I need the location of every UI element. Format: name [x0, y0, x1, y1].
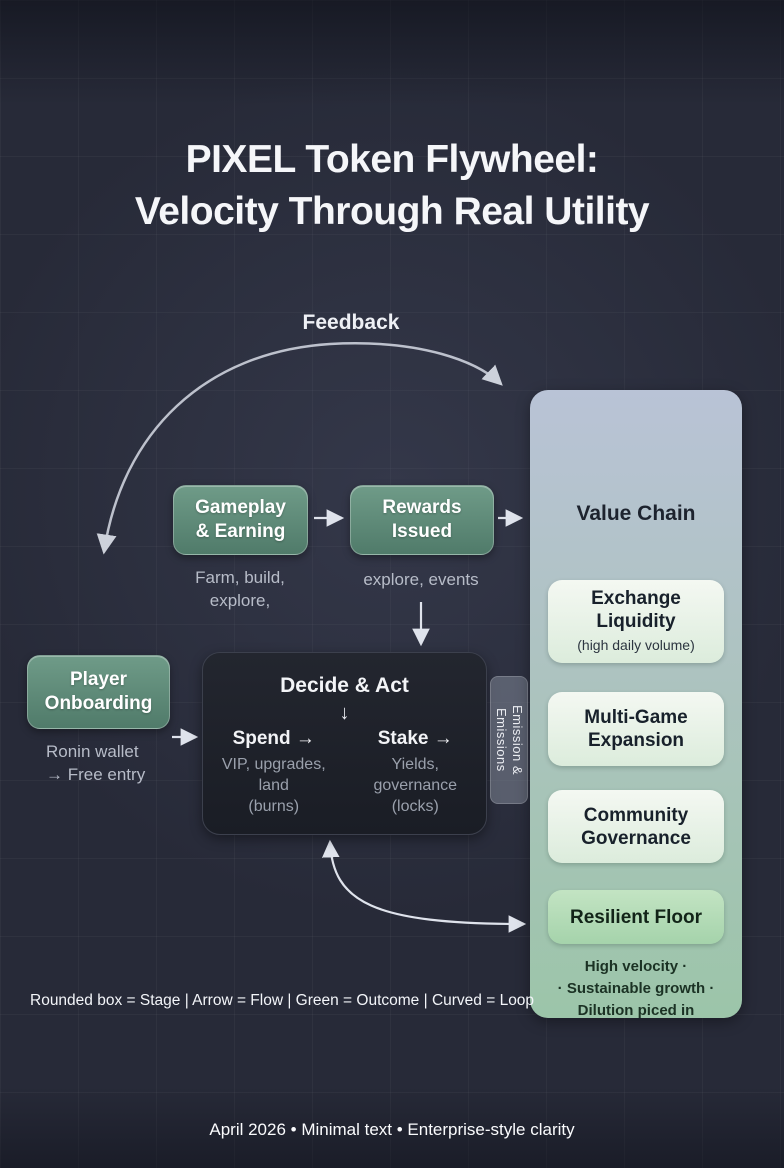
expansion-line-2: Expansion: [587, 730, 685, 751]
outcome-resilient-floor: Resilient Floor: [548, 890, 724, 944]
stage-player-onboarding: Player Onboarding: [27, 655, 170, 729]
stake-line-1: Yields,: [391, 756, 439, 773]
title-line-2: Velocity Through Real Utility: [134, 190, 650, 233]
caption-gameplay-line-2: explore,: [209, 591, 271, 610]
stage-onboarding-line-1: Player: [69, 669, 128, 690]
caption-onboarding: Ronin wallet → Free entry: [46, 740, 186, 786]
note-line-1: High velocity ·: [584, 958, 688, 975]
value-chain-panel: Value Chain Exchange Liquidity (high dai…: [530, 390, 742, 1019]
emission-tag-text: Emission & Emissions: [493, 705, 525, 775]
exchange-line-1: Exchange: [591, 587, 681, 609]
stage-rewards-line-1: Rewards: [382, 497, 462, 518]
caption-onboarding-line-1: Ronin wallet: [46, 742, 139, 761]
spend-line-2: land: [258, 777, 289, 794]
arrow-decide-to-floor-loop: [321, 839, 527, 933]
stage-gameplay-line-2: & Earning: [195, 521, 286, 542]
decide-title: Decide & Act: [280, 674, 409, 697]
caption-rewards: explore, events: [363, 570, 479, 589]
value-chain-notes: High velocity · · Sustainable growth · D…: [530, 956, 742, 1022]
footer-caption: April 2026 • Minimal text • Enterprise-s…: [209, 1120, 575, 1139]
caption-gameplay-line-1: Farm, build,: [195, 568, 285, 587]
spend-heading: Spend →: [232, 728, 315, 749]
expansion-line-1: Multi-Game: [584, 707, 688, 728]
stake-line-3: (locks): [391, 798, 439, 815]
emission-line-2: Emissions: [494, 708, 509, 772]
page-title: PIXEL Token Flywheel: Velocity Through R…: [0, 134, 784, 238]
stake-column: Stake → Yields, governance (locks): [345, 728, 487, 817]
outcome-multi-game-expansion: Multi-Game Expansion: [548, 692, 724, 766]
emission-line-1: Emission &: [510, 704, 525, 776]
spend-column: Spend → VIP, upgrades, land (burns): [203, 728, 345, 817]
value-chain-title: Value Chain: [576, 502, 696, 525]
caption-onboarding-line-2: → Free entry: [46, 765, 146, 784]
resilient-floor-label: Resilient Floor: [570, 906, 702, 928]
governance-line-2: Governance: [581, 827, 691, 849]
down-arrow-glyph: ↓: [339, 702, 350, 724]
stake-line-2: governance: [373, 777, 458, 794]
exchange-subtext: (high daily volume): [577, 636, 695, 653]
stage-gameplay-line-1: Gameplay: [195, 497, 286, 518]
outcome-community-governance: Community Governance: [548, 790, 724, 863]
stage-rewards-line-2: Issued: [391, 521, 453, 542]
decide-act-box: Decide & Act ↓ Spend → VIP, upgrades, la…: [202, 652, 487, 835]
feedback-label: Feedback: [302, 311, 400, 334]
stage-onboarding-line-2: Onboarding: [44, 693, 153, 714]
stage-gameplay-earning: Gameplay & Earning: [173, 485, 308, 555]
caption-gameplay: Farm, build, explore,: [160, 566, 320, 612]
stake-heading: Stake →: [377, 728, 453, 749]
spend-line-1: VIP, upgrades,: [221, 756, 326, 773]
stage-rewards-issued: Rewards Issued: [350, 485, 494, 555]
outcome-exchange-liquidity: Exchange Liquidity (high daily volume): [548, 580, 724, 663]
spend-line-3: (burns): [248, 798, 300, 815]
note-line-3: Dilution piced in: [577, 1002, 695, 1019]
legend: Rounded box = Stage | Arrow = Flow | Gre…: [30, 992, 535, 1009]
governance-line-1: Community: [583, 804, 689, 826]
emission-tag: Emission & Emissions: [490, 676, 528, 804]
title-line-1: PIXEL Token Flywheel:: [185, 138, 599, 181]
exchange-line-2: Liquidity: [596, 610, 676, 632]
note-line-2: · Sustainable growth ·: [557, 980, 715, 997]
